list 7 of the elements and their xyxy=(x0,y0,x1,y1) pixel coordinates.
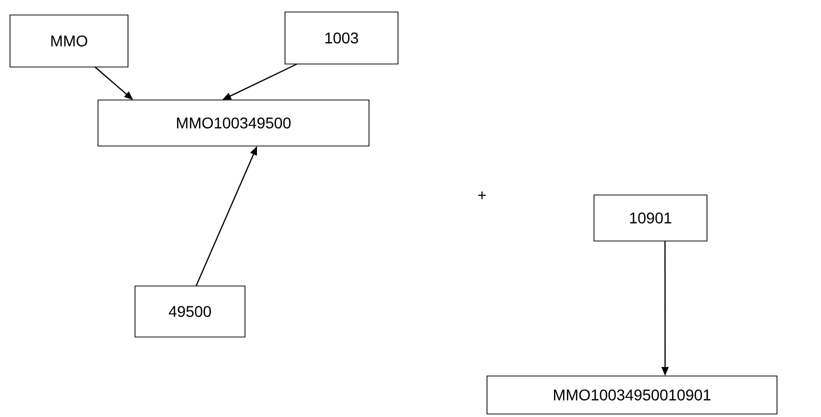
text-box: MMO xyxy=(10,14,128,68)
plus-sign: + xyxy=(478,192,486,200)
text-box: 10901 xyxy=(594,194,708,242)
text-box: 49500 xyxy=(134,286,246,338)
text-box: 1003 xyxy=(284,12,398,64)
text-box: MMO10034950010901 xyxy=(486,376,778,414)
text-box: MMO100349500 xyxy=(98,100,370,146)
